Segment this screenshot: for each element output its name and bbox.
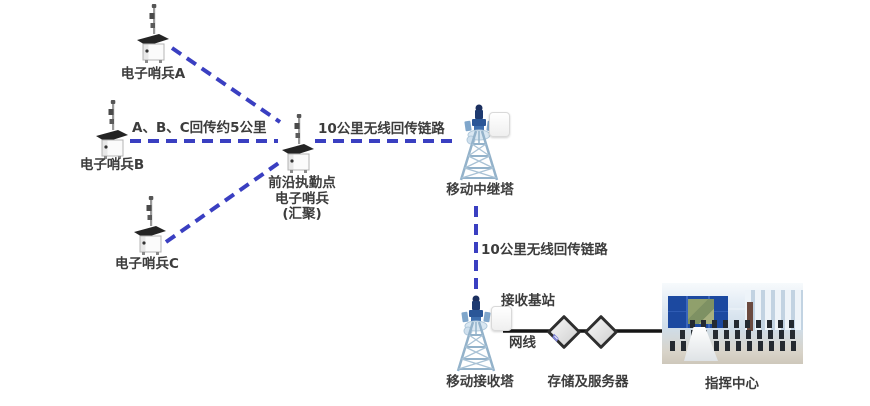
network-cable-label: 网线: [509, 335, 536, 351]
server-diamond-icon: [547, 315, 581, 349]
aggregation-label-line1: 前沿执勤点: [268, 175, 336, 191]
abc-backhaul-label: A、B、C回传约5公里: [132, 120, 267, 136]
photo-map-screen: [688, 299, 714, 324]
storage-servers-label: 存储及服务器: [547, 374, 629, 390]
antenna-panel-icon: [491, 306, 512, 331]
lattice-tower-icon: [456, 295, 496, 372]
sentry-station-icon: [134, 196, 166, 255]
aggregation-label-line3: (汇聚): [282, 206, 322, 222]
sentry-station-icon: [96, 100, 128, 159]
sentry-c-label: 电子哨兵C: [115, 256, 179, 272]
link-sentry-a-to-aggregation: [170, 46, 282, 124]
link-sentry-c-to-aggregation: [164, 158, 285, 244]
photo-ceiling: [662, 283, 803, 310]
photo-workstation-row: [680, 330, 798, 339]
receive-backhaul-label: 10公里无线回传链路: [481, 242, 608, 258]
sentry-station-icon: [282, 114, 314, 173]
photo-door: [747, 302, 753, 331]
switch-diamond-icon: [584, 315, 618, 349]
base-station-label: 接收基站: [501, 293, 555, 309]
sentry-a-label: 电子哨兵A: [120, 66, 186, 82]
receive-tower-label: 移动接收塔: [446, 374, 514, 390]
photo-workstation-row: [690, 320, 798, 328]
relay-tower-label: 移动中继塔: [446, 182, 514, 198]
aggregation-label-line2: 电子哨兵: [275, 190, 329, 207]
aggregation-label: 前沿执勤点 电子哨兵 (汇聚): [268, 175, 336, 223]
command-center-label: 指挥中心: [705, 376, 759, 392]
photo-workstation-row: [670, 341, 798, 351]
antenna-panel-icon: [489, 112, 510, 137]
sentry-b-label: 电子哨兵B: [79, 157, 145, 173]
lattice-tower-icon: [459, 104, 499, 181]
sentry-station-icon: [137, 4, 169, 63]
relay-backhaul-label: 10公里无线回传链路: [318, 121, 445, 137]
command-center-photo: [662, 283, 803, 364]
